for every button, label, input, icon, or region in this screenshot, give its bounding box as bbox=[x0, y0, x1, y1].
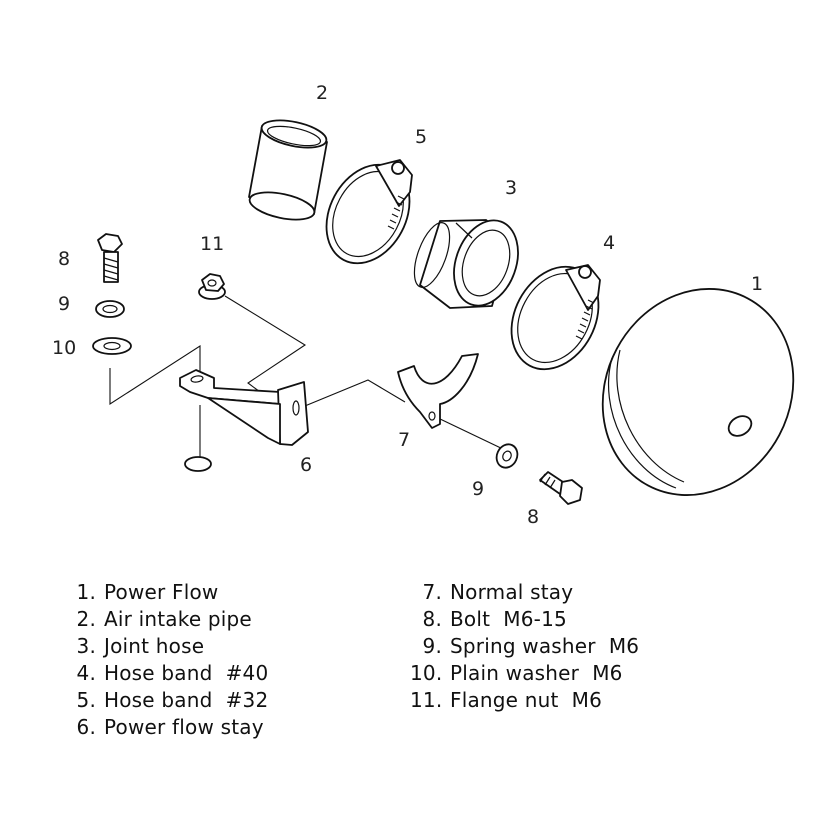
legend-item-number: 10. bbox=[410, 661, 443, 685]
legend-item: 3. Joint hose bbox=[64, 633, 268, 660]
legend-item: 5. Hose band #32 bbox=[64, 687, 269, 714]
spring-washer-left-part bbox=[95, 300, 125, 318]
air-intake-pipe-part bbox=[248, 119, 328, 221]
legend-item-number: 5. bbox=[76, 688, 96, 712]
callout-3: 3 bbox=[505, 177, 517, 199]
legend-item-number: 3. bbox=[76, 634, 96, 658]
callout-1: 1 bbox=[751, 273, 763, 295]
callout-9-right: 9 bbox=[472, 478, 484, 500]
legend-item-label: Hose band #32 bbox=[104, 688, 269, 712]
legend-item-number: 6. bbox=[76, 715, 96, 739]
legend-item-number: 8. bbox=[422, 607, 442, 631]
callout-10: 10 bbox=[52, 337, 76, 359]
legend-item-label: Hose band #40 bbox=[104, 661, 269, 685]
legend-item: 10. Plain washer M6 bbox=[410, 660, 639, 687]
normal-stay-part bbox=[397, 353, 479, 429]
legend-item: 8. Bolt M6-15 bbox=[410, 606, 639, 633]
exploded-parts-diagram: 1 2 3 4 5 6 7 8 8 9 9 10 11 bbox=[52, 82, 795, 528]
legend-item-number: 1. bbox=[76, 580, 96, 604]
callout-9-left: 9 bbox=[58, 293, 70, 315]
legend-item-label: Joint hose bbox=[104, 634, 205, 658]
legend-item-label: Normal stay bbox=[450, 580, 574, 604]
parts-legend-right: 7. Normal stay 8. Bolt M6-15 9. Spring washer… bbox=[410, 579, 639, 714]
legend-item-label: Flange nut M6 bbox=[450, 688, 603, 712]
callout-8-right: 8 bbox=[527, 506, 539, 528]
callout-11: 11 bbox=[200, 233, 224, 255]
legend-item: 2. Air intake pipe bbox=[64, 606, 268, 633]
legend-item-label: Bolt M6-15 bbox=[450, 607, 567, 631]
callout-7: 7 bbox=[398, 429, 410, 451]
callout-4: 4 bbox=[603, 232, 615, 254]
legend-item: 4. Hose band #40 bbox=[64, 660, 269, 687]
mounting-hole-outline bbox=[184, 456, 212, 472]
legend-item-label: Spring washer M6 bbox=[450, 634, 640, 658]
hose-band-32-part bbox=[325, 159, 413, 265]
callout-2: 2 bbox=[316, 82, 328, 104]
legend-item: 6. Power flow stay bbox=[64, 714, 268, 741]
legend-item: 9. Spring washer M6 bbox=[410, 633, 640, 660]
flange-nut-part bbox=[198, 273, 226, 300]
hose-band-40-part bbox=[510, 264, 601, 371]
legend-item-number: 9. bbox=[422, 634, 442, 658]
callout-8-left: 8 bbox=[58, 248, 70, 270]
parts-legend-left: 1. Power Flow 2. Air intake pipe 3. Joint hos… bbox=[64, 579, 269, 741]
legend-item-label: Air intake pipe bbox=[104, 607, 252, 631]
bolt-left-part bbox=[97, 233, 123, 283]
legend-item: 11. Flange nut M6 bbox=[410, 687, 639, 714]
legend-item: 1. Power Flow bbox=[64, 579, 268, 606]
legend-item-label: Power Flow bbox=[104, 580, 219, 604]
callout-6: 6 bbox=[300, 454, 312, 476]
legend-item-number: 11. bbox=[410, 688, 443, 712]
bolt-right-part bbox=[539, 471, 583, 505]
legend-item-label: Power flow stay bbox=[104, 715, 264, 739]
legend-item: 7. Normal stay bbox=[410, 579, 639, 606]
legend-item-number: 2. bbox=[76, 607, 96, 631]
spring-washer-right-part bbox=[495, 443, 519, 469]
legend-item-label: Plain washer M6 bbox=[450, 661, 623, 685]
power-flow-stay-part bbox=[179, 369, 309, 446]
legend-item-number: 4. bbox=[76, 661, 96, 685]
callout-5: 5 bbox=[415, 126, 427, 148]
plain-washer-part bbox=[92, 337, 132, 355]
power-flow-filter-part bbox=[601, 288, 795, 496]
joint-hose-part bbox=[413, 219, 519, 309]
legend-item-number: 7. bbox=[422, 580, 442, 604]
